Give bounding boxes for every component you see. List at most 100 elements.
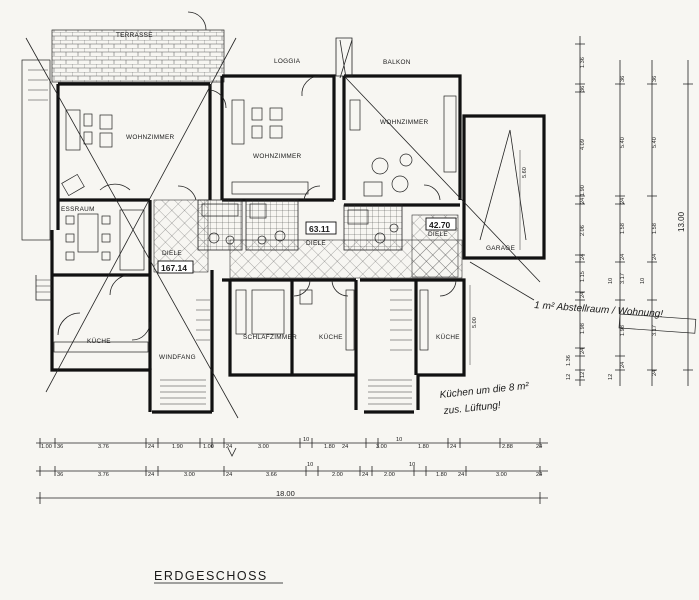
dim-vr-2: 1.58 [652, 223, 658, 234]
label-schlafzimmer: SCHLAFZIMMER [243, 334, 297, 341]
dim-r2-10: 10 [409, 462, 415, 468]
dim-vm-9: 24 [620, 362, 626, 368]
dim-vr-1: 5.40 [652, 137, 658, 148]
dim-r1-16: 24 [536, 444, 542, 450]
area-values: 167.14 63.11 42.70 [157, 217, 457, 274]
dim-r1-10: 24 [342, 444, 348, 450]
dim-r1-9: 1.80 [324, 444, 335, 450]
dim-r1-4: 1.90 [172, 444, 183, 450]
furniture [53, 95, 527, 353]
dim-r2-5: 3.66 [266, 472, 277, 478]
dim-r2-3: 3.00 [184, 472, 195, 478]
note-kuechen: Küchen um die 8 m² [439, 381, 530, 401]
label-wohnzimmer-right: WOHNZIMMER [380, 119, 429, 126]
dim-vl-8: 24 [580, 292, 586, 298]
label-essraum: ESSRAUM [61, 206, 95, 213]
dim-vl-13: 12 [566, 374, 572, 380]
dim-r2-4: 24 [226, 472, 232, 478]
dim-vl-10: 24 [580, 348, 586, 354]
dim-vl-4: 1.90 [580, 185, 586, 196]
note-lueftung: zus. Lüftung! [442, 400, 501, 417]
dim-r2-13: 3.00 [496, 472, 507, 478]
dim-side: 5.00 [472, 317, 478, 328]
label-loggia: LOGGIA [274, 58, 301, 65]
dim-vm-0: 36 [620, 76, 626, 82]
dim-vm-5: 3.17 [620, 273, 626, 284]
label-wohnzimmer-middle: WOHNZIMMER [253, 153, 302, 160]
dim-vm-4: 24 [620, 254, 626, 260]
dim-vl-6: 24 [580, 254, 586, 260]
dim-vl-1: 36 [580, 86, 586, 92]
dim-r2-12: 24 [458, 472, 464, 478]
dim-vl-0: 1.36 [580, 57, 586, 68]
dim-vl-2: 4.09 [580, 139, 586, 150]
room-labels: TERRASSE LOGGIA BALKON WOHNZIMMER WOHNZI… [61, 32, 515, 361]
label-balkon: BALKON [383, 59, 411, 66]
area-middle: 63.11 [309, 224, 330, 234]
label-diele-left: DIELE [162, 250, 182, 257]
dim-r1-7: 3.00 [258, 444, 269, 450]
dim-r1-8: 10 [303, 437, 309, 443]
dim-vm-7: 1.98 [620, 325, 626, 336]
dim-r1-0: 1.00 [41, 444, 52, 450]
dim-vm-1: 5.40 [620, 137, 626, 148]
label-kueche-right: KÜCHE [436, 333, 460, 341]
dim-total: 18.00 [276, 489, 295, 498]
drawing-title: ERDGESCHOSS [154, 569, 268, 583]
stairs [35, 275, 412, 405]
dim-r2-2: 24 [148, 472, 154, 478]
dim-vl-3: 24 [580, 198, 586, 204]
dimensions-row2: 36 3.76 24 3.00 24 3.66 10 2.00 24 2.00 … [57, 462, 542, 478]
dim-r2-11: 1.80 [436, 472, 447, 478]
dim-vr-5: 10 [640, 278, 646, 284]
dim-r1-11: 3.00 [376, 444, 387, 450]
dim-r1-13: 1.80 [418, 444, 429, 450]
dim-vm-3: 1.58 [620, 223, 626, 234]
bathrooms [197, 199, 403, 251]
dim-r2-14: 24 [536, 472, 542, 478]
dim-r1-3: 24 [148, 444, 154, 450]
dim-vl-9: 1.98 [580, 323, 586, 334]
dim-r2-0: 36 [57, 472, 63, 478]
dim-r2-8: 24 [362, 472, 368, 478]
dim-vm-6: 10 [608, 278, 614, 284]
dim-garage: 5.60 [522, 167, 528, 178]
dimensions-vertical-mid: 36 5.40 24 1.58 24 3.17 10 1.98 12 24 [608, 76, 626, 380]
terrasse-paving [21, 29, 225, 241]
label-terrasse: TERRASSE [116, 32, 153, 39]
area-left: 167.14 [161, 263, 187, 273]
note-abstellraum: 1 m² Abstellraum / Wohnung! [534, 300, 664, 320]
dim-vr-6: 24 [652, 370, 658, 376]
dimensions-vertical-left: 1.36 36 4.09 24 1.90 2.06 24 1.15 24 1.9… [566, 57, 586, 380]
label-diele-right: DIELE [428, 231, 448, 238]
dim-r1-5: 1.00 [203, 444, 214, 450]
door-swings [57, 11, 457, 341]
area-right: 42.70 [429, 220, 451, 230]
dim-r1-15: 2.88 [502, 444, 513, 450]
dim-vr-4: 3.17 [652, 325, 658, 336]
dimensions-vertical-right: 36 5.40 1.58 24 3.17 10 24 [640, 76, 658, 376]
dim-vr-0: 36 [652, 76, 658, 82]
dimensions-row1: 1.00 36 3.76 24 1.90 1.00 24 3.00 10 1.8… [41, 437, 542, 450]
dim-vl-5: 2.06 [580, 225, 586, 236]
dim-r1-1: 36 [57, 444, 63, 450]
dimension-lines-vertical [469, 36, 693, 386]
label-kueche-middle: KÜCHE [319, 333, 343, 341]
dim-vm-8: 12 [608, 374, 614, 380]
dim-vm-2: 24 [620, 198, 626, 204]
dim-r1-2: 3.76 [98, 444, 109, 450]
label-windfang: WINDFANG [159, 354, 196, 361]
dim-vl-7: 1.15 [580, 271, 586, 282]
label-wohnzimmer-left: WOHNZIMMER [126, 134, 175, 141]
dim-vl-12: 12 [580, 372, 586, 378]
label-diele-middle: DIELE [306, 240, 326, 247]
dim-r1-6: 24 [226, 444, 232, 450]
dim-r2-1: 3.76 [98, 472, 109, 478]
dimension-lines-horizontal [36, 438, 548, 504]
dim-r2-6: 10 [307, 462, 313, 468]
dim-overall-vertical: 13.00 [677, 211, 686, 232]
dim-vr-3: 24 [652, 254, 658, 260]
dim-r1-12: 10 [396, 437, 402, 443]
label-kueche-left: KÜCHE [87, 337, 111, 345]
